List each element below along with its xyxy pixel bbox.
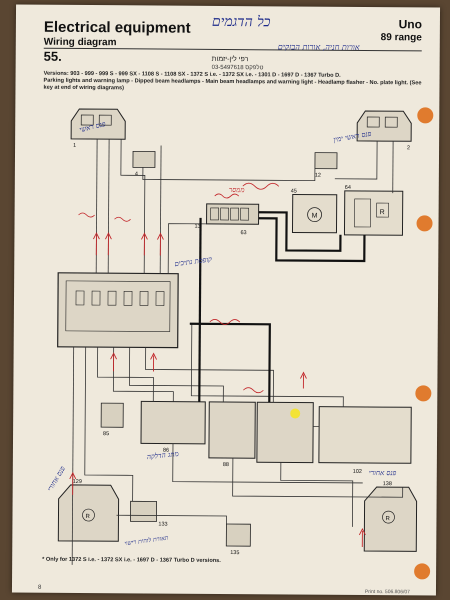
highlight-dot bbox=[290, 408, 301, 419]
red-annotation-arrows bbox=[69, 232, 366, 547]
wiring-diagram-page: Electrical equipment Wiring diagram 55. … bbox=[11, 4, 441, 596]
svg-text:R: R bbox=[85, 514, 90, 520]
svg-text:2: 2 bbox=[407, 145, 410, 151]
page-number: 8 bbox=[37, 584, 42, 591]
fuse-box bbox=[57, 272, 179, 349]
print-reference: Print no. 506.806/07 bbox=[364, 588, 410, 596]
svg-text:R: R bbox=[385, 516, 390, 522]
component-135 bbox=[225, 523, 251, 547]
thick-wires bbox=[189, 211, 366, 403]
relay-box-13 bbox=[206, 203, 260, 225]
svg-text:M: M bbox=[312, 213, 318, 220]
component-45: M bbox=[291, 193, 338, 234]
svg-text:1: 1 bbox=[73, 143, 76, 149]
component-85 bbox=[100, 402, 124, 428]
svg-text:102: 102 bbox=[353, 469, 362, 475]
component-64: R bbox=[343, 190, 404, 236]
component-labels: 1 2 4 12 13 45 64 63 85 86 88 102 129 13… bbox=[73, 143, 410, 556]
footnote: * Only for 1372 S i.e. - 1372 SX i.e. - … bbox=[42, 556, 221, 564]
svg-text:R: R bbox=[380, 209, 385, 216]
front-right-headlamp bbox=[356, 110, 412, 142]
front-left-headlamp bbox=[70, 108, 126, 140]
svg-text:138: 138 bbox=[383, 481, 392, 487]
connector-4 bbox=[132, 150, 156, 168]
svg-text:13: 13 bbox=[194, 224, 200, 230]
svg-text:63: 63 bbox=[240, 230, 246, 236]
connector-12 bbox=[314, 152, 338, 170]
svg-text:88: 88 bbox=[223, 462, 229, 468]
svg-text:4: 4 bbox=[135, 171, 138, 177]
handwritten-relay: ממסר bbox=[228, 186, 245, 195]
svg-text:86: 86 bbox=[163, 448, 169, 454]
rear-left-lamp: R bbox=[57, 484, 120, 542]
svg-text:135: 135 bbox=[230, 550, 239, 556]
svg-text:133: 133 bbox=[158, 522, 167, 528]
plate-light-133 bbox=[130, 500, 157, 522]
rear-right-lamp: R bbox=[363, 486, 418, 552]
component-88b bbox=[256, 401, 314, 464]
svg-text:12: 12 bbox=[315, 173, 321, 179]
svg-text:85: 85 bbox=[103, 431, 109, 437]
light-switch-86 bbox=[140, 400, 206, 445]
svg-text:45: 45 bbox=[291, 188, 297, 194]
svg-text:129: 129 bbox=[73, 479, 82, 485]
warning-lamp-panel-102 bbox=[318, 406, 412, 464]
component-88 bbox=[208, 401, 256, 459]
svg-text:64: 64 bbox=[345, 185, 351, 191]
wiring-diagram: M R R bbox=[57, 108, 418, 565]
red-handwriting bbox=[78, 182, 280, 394]
handwritten-rear-right: פנס אחורי bbox=[368, 469, 397, 478]
